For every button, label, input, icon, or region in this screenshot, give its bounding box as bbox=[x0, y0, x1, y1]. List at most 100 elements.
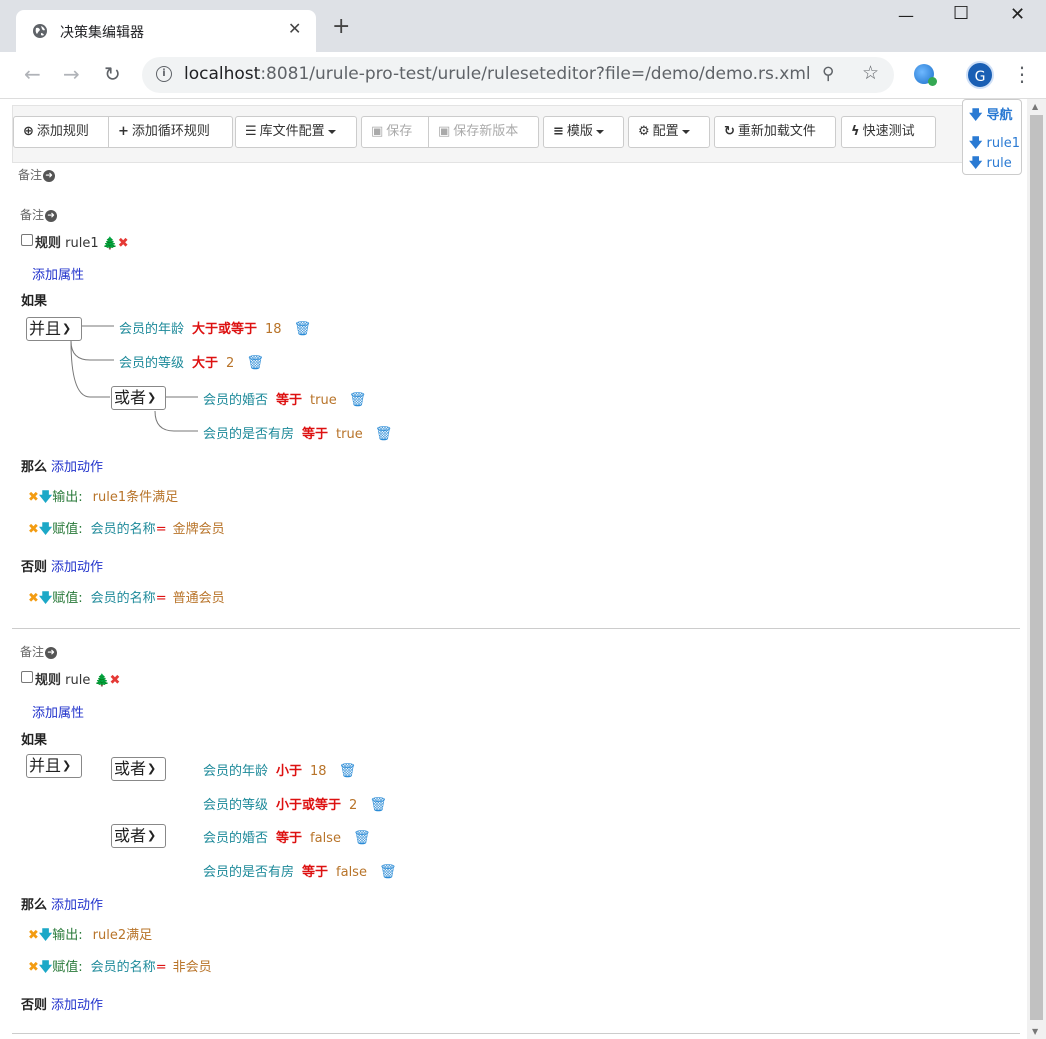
editor-toolbar: ⊕添加规则 +添加循环规则 ☰库文件配置 ▣保存 ▣保存新版本 ≡模版 ⚙配置 … bbox=[12, 105, 1022, 163]
rule-divider bbox=[12, 1033, 1020, 1034]
maximize-icon[interactable]: ☐ bbox=[953, 3, 970, 24]
trash-icon[interactable]: 🗑 bbox=[352, 830, 371, 846]
trash-icon[interactable]: 🗑 bbox=[374, 426, 393, 442]
arrow-down-icon: 🡇 bbox=[969, 136, 983, 151]
scroll-thumb[interactable] bbox=[1030, 115, 1043, 1020]
action-row[interactable]: ✖🡇赋值:会员的名称=非会员 bbox=[28, 960, 212, 975]
arrow-down-icon[interactable]: 🡇 bbox=[38, 928, 53, 943]
and-or-select[interactable]: 或者❯ bbox=[111, 386, 166, 410]
arrow-down-icon[interactable]: 🡇 bbox=[38, 591, 53, 606]
ruleset-remark[interactable]: 备注➜ bbox=[18, 166, 56, 183]
chevron-down-icon: ❯ bbox=[147, 391, 157, 404]
tree-icon[interactable]: 🌲 bbox=[102, 236, 118, 250]
forward-icon[interactable]: → bbox=[63, 62, 80, 86]
action-row[interactable]: ✖🡇输出:rule2满足 bbox=[28, 928, 153, 943]
and-or-select[interactable]: 或者❯ bbox=[111, 757, 166, 781]
url-text[interactable]: localhost:8081/urule-pro-test/urule/rule… bbox=[184, 64, 811, 84]
then-section: 那么添加动作 bbox=[21, 460, 104, 475]
and-or-select[interactable]: 并且❯ bbox=[26, 754, 82, 778]
address-bar[interactable]: i localhost:8081/urule-pro-test/urule/ru… bbox=[142, 57, 894, 93]
and-or-select[interactable]: 或者❯ bbox=[111, 824, 166, 848]
action-row[interactable]: ✖🡇输出:rule1条件满足 bbox=[28, 490, 179, 505]
minimize-icon[interactable]: — bbox=[898, 6, 914, 25]
trash-icon[interactable]: 🗑 bbox=[293, 321, 312, 337]
action-row[interactable]: ✖🡇赋值:会员的名称=普通会员 bbox=[28, 591, 225, 606]
floppy-icon: ▣ bbox=[438, 124, 451, 139]
nav-item-rule[interactable]: 🡇 rule bbox=[969, 156, 1012, 171]
delete-x-icon[interactable]: ✖ bbox=[28, 591, 39, 606]
add-action-link[interactable]: 添加动作 bbox=[51, 998, 104, 1013]
rule-checkbox[interactable] bbox=[21, 671, 33, 683]
add-action-link[interactable]: 添加动作 bbox=[51, 560, 104, 575]
rule-remark[interactable]: 备注➜ bbox=[20, 206, 58, 223]
arrow-down-icon[interactable]: 🡇 bbox=[38, 490, 53, 505]
new-tab-icon[interactable]: + bbox=[332, 14, 351, 39]
lib-config-button[interactable]: ☰库文件配置 bbox=[235, 116, 357, 148]
trash-icon[interactable]: 🗑 bbox=[348, 392, 367, 408]
action-row[interactable]: ✖🡇赋值:会员的名称=金牌会员 bbox=[28, 522, 225, 537]
window-close-icon[interactable]: ✕ bbox=[1010, 4, 1026, 25]
trash-icon[interactable]: 🗑 bbox=[369, 797, 388, 813]
page-scrollbar[interactable]: ▲ ▼ bbox=[1027, 99, 1046, 1039]
rule-header: 规则 rule 🌲✖ bbox=[21, 669, 120, 688]
menu-kebab-icon[interactable]: ⋮ bbox=[1012, 62, 1032, 86]
add-action-link[interactable]: 添加动作 bbox=[51, 898, 104, 913]
arrow-down-icon[interactable]: 🡇 bbox=[38, 960, 53, 975]
delete-x-icon[interactable]: ✖ bbox=[28, 522, 39, 537]
tree-icon[interactable]: 🌲 bbox=[94, 673, 110, 687]
nav-title[interactable]: 🡇 导航 bbox=[969, 108, 1013, 123]
info-icon[interactable]: i bbox=[156, 66, 172, 82]
trash-icon[interactable]: 🗑 bbox=[378, 864, 397, 880]
nav-item-rule1[interactable]: 🡇 rule1 bbox=[969, 136, 1020, 151]
back-icon[interactable]: ← bbox=[24, 62, 41, 86]
add-loop-rule-button[interactable]: +添加循环规则 bbox=[109, 116, 233, 148]
tab-strip: 决策集编辑器 ✕ + — ☐ ✕ bbox=[0, 0, 1046, 52]
rule-name[interactable]: rule1 bbox=[65, 236, 99, 251]
delete-x-icon[interactable]: ✖ bbox=[117, 236, 129, 251]
add-property-link[interactable]: 添加属性 bbox=[32, 706, 85, 721]
arrow-down-icon[interactable]: 🡇 bbox=[38, 522, 53, 537]
plus-icon: + bbox=[118, 124, 129, 139]
bookmark-star-icon[interactable]: ☆ bbox=[862, 62, 880, 84]
arrow-down-icon: 🡇 bbox=[969, 156, 983, 171]
globe-icon bbox=[33, 24, 47, 38]
if-label: 如果 bbox=[21, 294, 48, 309]
rule-checkbox[interactable] bbox=[21, 234, 33, 246]
zoom-icon[interactable]: ⚲ bbox=[822, 64, 835, 84]
scroll-down-icon[interactable]: ▼ bbox=[1032, 1027, 1039, 1036]
trash-icon[interactable]: 🗑 bbox=[338, 763, 357, 779]
profile-avatar[interactable]: G bbox=[966, 61, 994, 89]
scroll-up-icon[interactable]: ▲ bbox=[1032, 102, 1039, 111]
rule-name[interactable]: rule bbox=[65, 673, 91, 688]
delete-x-icon[interactable]: ✖ bbox=[28, 960, 39, 975]
trash-icon[interactable]: 🗑 bbox=[246, 355, 265, 371]
delete-x-icon[interactable]: ✖ bbox=[109, 673, 121, 688]
save-new-version-button[interactable]: ▣保存新版本 bbox=[429, 116, 539, 148]
delete-x-icon[interactable]: ✖ bbox=[28, 490, 39, 505]
extension-globe-icon[interactable] bbox=[914, 64, 937, 86]
add-rule-button[interactable]: ⊕添加规则 bbox=[13, 116, 109, 148]
browser-tab[interactable]: 决策集编辑器 ✕ bbox=[16, 10, 316, 52]
reload-icon[interactable]: ↻ bbox=[104, 62, 121, 86]
delete-x-icon[interactable]: ✖ bbox=[28, 928, 39, 943]
chevron-down-icon: ❯ bbox=[147, 762, 157, 775]
config-button[interactable]: ⚙配置 bbox=[628, 116, 710, 148]
bolt-icon: ϟ bbox=[851, 124, 860, 139]
and-or-select[interactable]: 并且❯ bbox=[26, 317, 82, 341]
add-action-link[interactable]: 添加动作 bbox=[51, 460, 104, 475]
rule-remark[interactable]: 备注➜ bbox=[20, 643, 58, 660]
add-property-link[interactable]: 添加属性 bbox=[32, 268, 85, 283]
close-tab-icon[interactable]: ✕ bbox=[288, 19, 302, 38]
save-button[interactable]: ▣保存 bbox=[361, 116, 429, 148]
template-button[interactable]: ≡模版 bbox=[543, 116, 624, 148]
reload-file-button[interactable]: ↻重新加载文件 bbox=[714, 116, 836, 148]
